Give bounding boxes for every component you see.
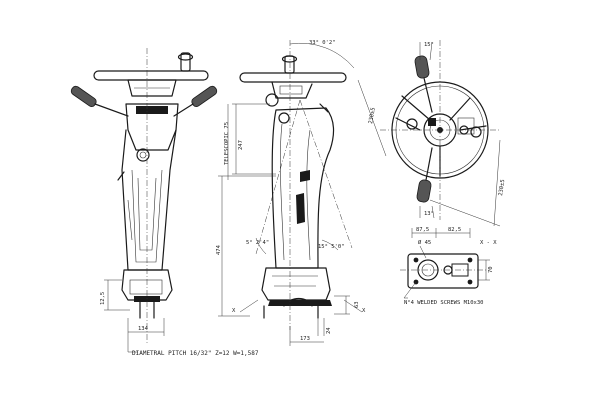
- top-grip-upper: [414, 55, 430, 79]
- side-dark-slot: [296, 193, 305, 224]
- front-width-label: 134: [138, 326, 149, 332]
- base-offset-label: 173: [300, 336, 310, 342]
- side-view: 33° 0'2" 5° 2'4" 15° 5'0" 247 TELESCOPIC…: [216, 40, 366, 346]
- front-column-head: [125, 103, 179, 151]
- right-dim-label: 230±5: [498, 179, 506, 196]
- side-knob: [278, 112, 290, 124]
- top-grip-lower: [416, 179, 432, 203]
- top-view: 15° 13° 230±5 230±5: [357, 40, 506, 227]
- front-head-dark-band: [136, 106, 168, 114]
- tilt-angle-top: 33° 0'2": [309, 40, 336, 46]
- hole-dia-label: Ø 45: [418, 239, 431, 246]
- side-upper-height: 247: [238, 140, 244, 150]
- x-marker-left: X: [232, 308, 236, 314]
- front-height-label: 12,5: [100, 292, 106, 305]
- mount-width-b: 82,5: [448, 227, 461, 233]
- front-wheel-rim: [93, 70, 209, 81]
- front-view: 12,5 134 DIAMETRAL PITCH 16/32" Z=12 W=1…: [70, 48, 259, 357]
- side-wheel-knob: [284, 55, 295, 74]
- section-label: X - X: [480, 240, 497, 246]
- tilt-angle-left: 5° 2'4": [246, 240, 269, 246]
- top-knob: [406, 118, 418, 130]
- front-knob-cap: [177, 53, 194, 61]
- front-column-body: [121, 129, 177, 271]
- side-total-height: 474: [216, 244, 222, 255]
- front-wheel-hub: [127, 79, 177, 97]
- telescopic-label: TELESCOPIC 75: [224, 122, 230, 165]
- base-small-label: 24: [326, 327, 332, 334]
- front-base: [121, 269, 173, 301]
- front-stalk: [117, 171, 125, 181]
- top-angle-label: 15°: [424, 42, 434, 48]
- bottom-angle-label: 13°: [424, 211, 434, 217]
- mount-plate: [407, 253, 479, 289]
- left-dim-label: 230±5: [368, 107, 377, 124]
- side-wheel-rim: [239, 72, 347, 83]
- side-wheel-hub: [271, 81, 313, 99]
- side-column-body: [271, 107, 335, 269]
- pitch-note: DIAMETRAL PITCH 16/32" Z=12 W=1,587: [132, 350, 259, 357]
- side-base-plate: [268, 300, 332, 306]
- mount-width-a: 87,5: [416, 227, 429, 233]
- front-lever-left: [70, 85, 129, 117]
- tilt-angle-right: 15° 5'0": [318, 244, 345, 250]
- section-xx: 87,5 82,5 Ø 45 X - X 70 N°4 WELDED SCREW…: [400, 227, 497, 306]
- base-height-label: 63: [354, 301, 360, 308]
- front-lever-right: [173, 85, 218, 117]
- screws-note: N°4 WELDED SCREWS M10x30: [404, 300, 483, 306]
- front-wheel-knob: [180, 52, 191, 72]
- mount-height-label: 70: [488, 266, 494, 273]
- x-marker-right: X: [362, 308, 366, 314]
- side-hub-circle: [265, 93, 279, 107]
- front-ignition: [136, 148, 150, 162]
- side-base: [261, 267, 331, 301]
